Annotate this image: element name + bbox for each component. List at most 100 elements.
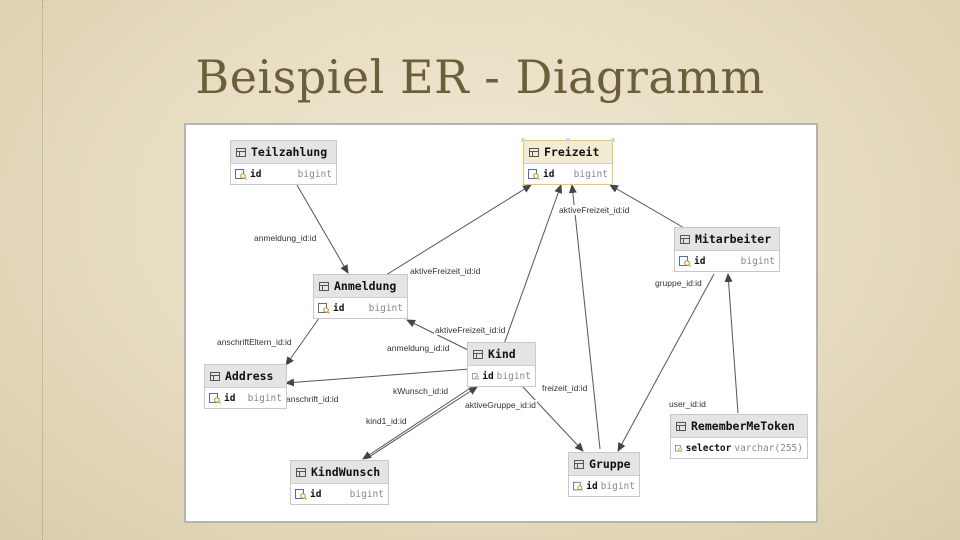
entity-header: KindWunsch — [291, 461, 388, 484]
entity-name: Address — [225, 369, 274, 383]
entity-gruppe[interactable]: Gruppe id bigint — [568, 452, 640, 497]
er-diagram-canvas[interactable]: anmeldung_id:id aktiveFreizeit_id:id akt… — [184, 123, 818, 523]
column-row[interactable]: id bigint — [675, 251, 779, 271]
column-row[interactable]: id bigint — [314, 298, 407, 318]
entity-address[interactable]: Address id bigint — [204, 364, 287, 409]
primary-key-icon — [679, 255, 691, 267]
primary-key-icon — [675, 444, 683, 452]
table-icon — [210, 371, 220, 381]
edge-kindwunsch-kind — [365, 386, 478, 460]
primary-key-icon — [318, 302, 330, 314]
column-row[interactable]: id bigint — [291, 484, 388, 504]
selection-handle[interactable] — [566, 138, 570, 142]
column-row[interactable]: id bigint — [205, 388, 286, 408]
entity-remembermetoken[interactable]: RememberMeToken selector varchar(255) — [670, 414, 808, 459]
table-icon — [574, 459, 584, 469]
column-row[interactable]: id bigint — [569, 476, 639, 496]
column-name: selector — [685, 442, 732, 454]
label-anmeldung-kind: anmeldung_id:id — [386, 343, 451, 353]
entity-header: Freizeit — [524, 141, 612, 164]
column-name: id — [333, 302, 345, 314]
column-type: bigint — [247, 392, 282, 404]
slide-guide-line — [42, 0, 43, 540]
column-name: id — [694, 255, 706, 267]
entity-anmeldung[interactable]: Anmeldung id bigint — [313, 274, 408, 319]
column-name: id — [224, 392, 236, 404]
edge-kind-anmeldung — [406, 319, 471, 352]
entity-header: Mitarbeiter — [675, 228, 779, 251]
edge-kind-gruppe — [522, 386, 584, 452]
column-name: id — [310, 488, 322, 500]
column-name: id — [586, 480, 598, 492]
column-type: bigint — [573, 168, 608, 180]
entity-kindwunsch[interactable]: KindWunsch id bigint — [290, 460, 389, 505]
selection-handle[interactable] — [521, 138, 525, 142]
table-icon — [529, 147, 539, 157]
label-freizeit-gruppe: freizeit_id:id — [541, 383, 589, 393]
entity-kind[interactable]: Kind id bigint — [467, 342, 536, 387]
edge-kind-address — [285, 368, 471, 387]
table-icon — [680, 234, 690, 244]
primary-key-icon — [528, 168, 540, 180]
label-aktivefreizeit-mitarbeiter: aktiveFreizeit_id:id — [558, 205, 631, 215]
label-kwunsch: kWunsch_id:id — [392, 386, 450, 396]
column-row[interactable]: id bigint — [524, 164, 612, 184]
edge-kind-kindwunsch — [362, 386, 473, 460]
edge-anmeldung-freizeit — [385, 184, 532, 276]
label-aktivefreizeit-kind: aktiveFreizeit_id:id — [434, 325, 507, 335]
column-type: bigint — [368, 302, 403, 314]
entity-name: KindWunsch — [311, 465, 381, 479]
selection-handle[interactable] — [611, 138, 615, 142]
edge-mitarbeiter-gruppe — [617, 273, 715, 452]
primary-key-icon — [472, 372, 480, 380]
column-row[interactable]: id bigint — [468, 366, 535, 386]
column-type: bigint — [740, 255, 775, 267]
column-type: bigint — [349, 488, 384, 500]
edge-mitarbeiter-freizeit — [609, 184, 687, 230]
entity-name: Anmeldung — [334, 279, 397, 293]
entity-name: Gruppe — [589, 457, 631, 471]
column-name: id — [250, 168, 262, 180]
entity-header: Address — [205, 365, 286, 388]
table-icon — [676, 421, 686, 431]
edge-kind-freizeit — [503, 184, 563, 345]
label-anschrift: anschrift_id:id — [285, 394, 340, 404]
entity-header: Anmeldung — [314, 275, 407, 298]
entity-header: Gruppe — [569, 453, 639, 476]
label-user: user_id:id — [668, 399, 707, 409]
table-icon — [473, 349, 483, 359]
table-icon — [296, 467, 306, 477]
column-type: bigint — [297, 168, 332, 180]
edge-teilzahlung-anmeldung — [296, 184, 349, 274]
label-gruppe-mitarbeiter: gruppe_id:id — [654, 278, 703, 288]
column-type: bigint — [600, 480, 635, 492]
entity-header: Teilzahlung — [231, 141, 336, 164]
entity-header: Kind — [468, 343, 535, 366]
label-aktivefreizeit-anmeldung: aktiveFreizeit_id:id — [409, 266, 482, 276]
entity-name: RememberMeToken — [691, 419, 795, 433]
column-name: id — [543, 168, 555, 180]
primary-key-icon — [295, 488, 307, 500]
label-anmeldung-id: anmeldung_id:id — [253, 233, 318, 243]
entity-mitarbeiter[interactable]: Mitarbeiter id bigint — [674, 227, 780, 272]
slide-title: Beispiel ER - Diagramm — [195, 50, 765, 104]
column-name: id — [482, 370, 494, 382]
edge-remembermetoken-mitarbeiter — [724, 273, 739, 414]
column-type: bigint — [496, 370, 531, 382]
entity-name: Kind — [488, 347, 516, 361]
entity-name: Freizeit — [544, 145, 600, 159]
primary-key-icon — [235, 168, 247, 180]
entity-header: RememberMeToken — [671, 415, 807, 438]
entity-teilzahlung[interactable]: Teilzahlung id bigint — [230, 140, 337, 185]
column-row[interactable]: selector varchar(255) — [671, 438, 807, 458]
column-type: varchar(255) — [734, 442, 803, 454]
label-aktivegruppe: aktiveGruppe_id:id — [464, 400, 537, 410]
primary-key-icon — [573, 481, 584, 491]
entity-name: Teilzahlung — [251, 145, 328, 159]
label-kind1: kind1_id:id — [365, 416, 408, 426]
column-row[interactable]: id bigint — [231, 164, 336, 184]
entity-freizeit[interactable]: Freizeit id bigint — [521, 138, 615, 185]
edge-gruppe-freizeit — [568, 184, 601, 450]
primary-key-icon — [209, 392, 221, 404]
entity-name: Mitarbeiter — [695, 232, 772, 246]
